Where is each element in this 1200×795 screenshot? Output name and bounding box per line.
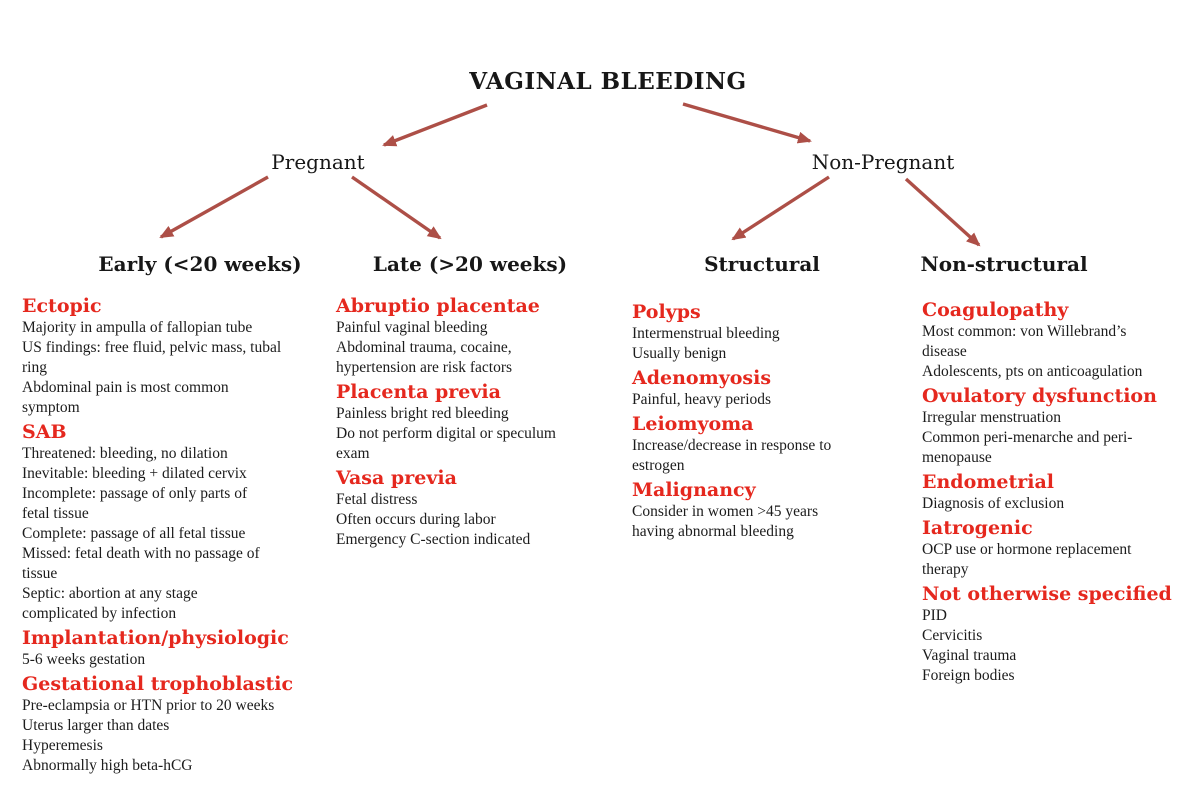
diagnosis-heading: Endometrial	[922, 471, 1054, 493]
diagnosis-detail-line: Increase/decrease in response to	[632, 437, 832, 454]
arrow-pregnant-to-late	[351, 175, 442, 240]
diagnosis-heading: Iatrogenic	[922, 517, 1033, 539]
diagnosis-detail-line: Intermenstrual bleeding	[632, 325, 780, 342]
diagnosis-detail-line: symptom	[22, 399, 80, 416]
node-late: Late (>20 weeks)	[372, 252, 568, 276]
diagnosis-heading: Not otherwise specified	[922, 583, 1172, 605]
diagnosis-detail-line: Abdominal trauma, cocaine,	[336, 339, 512, 356]
diagnosis-heading: Ovulatory dysfunction	[922, 385, 1157, 407]
diagnosis-detail-line: ring	[22, 359, 47, 376]
diagnosis-heading: Implantation/physiologic	[22, 627, 289, 649]
arrow-nonpregnant-to-structural	[731, 175, 830, 241]
diagnosis-detail-line: 5-6 weeks gestation	[22, 651, 146, 668]
diagnosis-heading: Ectopic	[22, 295, 102, 317]
diagnosis-section: Implantation/physiologic 5-6 weeks gestat…	[22, 626, 334, 670]
diagnosis-detail-line: Foreign bodies	[922, 667, 1015, 684]
diagnosis-detail-line: Painful, heavy periods	[632, 391, 772, 408]
diagnosis-detail-line: Threatened: bleeding, no dilation	[22, 445, 228, 462]
diagnosis-detail-line: tissue	[22, 565, 58, 582]
diagnosis-detail-line: Septic: abortion at any stage	[22, 585, 198, 602]
arrow-pregnant-to-early	[159, 175, 269, 239]
diagnosis-detail-line: fetal tissue	[22, 505, 89, 522]
diagnosis-heading: SAB	[22, 421, 67, 443]
diagnosis-detail-line: therapy	[922, 561, 969, 578]
diagnosis-detail-line: Often occurs during labor	[336, 511, 496, 528]
node-non-pregnant: Non-Pregnant	[811, 150, 955, 174]
diagnosis-detail-line: hypertension are risk factors	[336, 359, 513, 376]
diagnosis-detail-line: Do not perform digital or speculum	[336, 425, 556, 442]
diagnosis-detail-line: OCP use or hormone replacement	[922, 541, 1132, 558]
diagnosis-detail-line: estrogen	[632, 457, 685, 474]
diagnosis-detail-line: US findings: free fluid, pelvic mass, tu…	[22, 339, 282, 356]
diagnosis-detail-line: having abnormal bleeding	[632, 523, 794, 540]
arrow-title-to-pregnant	[382, 103, 488, 147]
diagnosis-detail-line: menopause	[922, 449, 992, 466]
diagnosis-detail-line: Adolescents, pts on anticoagulation	[922, 363, 1143, 380]
arrow-nonpregnant-to-nonstructural	[904, 177, 981, 247]
diagnosis-detail-line: Missed: fetal death with no passage of	[22, 545, 260, 562]
node-structural: Structural	[704, 252, 820, 276]
diagnosis-detail-line: disease	[922, 343, 967, 360]
diagnosis-detail-line: Incomplete: passage of only parts of	[22, 485, 248, 502]
diagnosis-detail-line: Emergency C-section indicated	[336, 531, 531, 548]
node-non-structural: Non-structural	[920, 252, 1088, 276]
diagnosis-detail-line: Painful vaginal bleeding	[336, 319, 488, 336]
diagnosis-detail-line: Complete: passage of all fetal tissue	[22, 525, 246, 542]
diagnosis-detail-line: Painless bright red bleeding	[336, 405, 509, 422]
diagnosis-heading: Abruptio placentae	[336, 295, 540, 317]
diagnosis-heading: Leiomyoma	[632, 413, 754, 435]
diagnosis-detail-line: Fetal distress	[336, 491, 418, 508]
diagnosis-detail-line: Pre-eclampsia or HTN prior to 20 weeks	[22, 697, 275, 714]
diagnosis-detail-line: complicated by infection	[22, 605, 177, 622]
diagnosis-detail-line: Hyperemesis	[22, 737, 103, 754]
diagnosis-detail-line: Diagnosis of exclusion	[922, 495, 1065, 512]
diagnosis-detail-line: Consider in women >45 years	[632, 503, 819, 520]
diagnosis-detail-line: Irregular menstruation	[922, 409, 1062, 426]
diagnosis-heading: Polyps	[632, 301, 701, 323]
diagnosis-detail-line: PID	[922, 607, 947, 624]
diagnosis-heading: Vasa previa	[336, 467, 457, 489]
diagnosis-detail-line: Cervicitis	[922, 627, 983, 644]
diagnosis-detail-line: Abnormally high beta-hCG	[22, 757, 193, 774]
diagnosis-heading: Gestational trophoblastic	[22, 673, 294, 695]
diagnosis-detail-line: Majority in ampulla of fallopian tube	[22, 319, 253, 336]
node-pregnant: Pregnant	[271, 150, 365, 174]
node-early: Early (<20 weeks)	[98, 252, 302, 276]
diagnosis-detail-line: exam	[336, 445, 370, 462]
diagnosis-detail-line: Common peri-menarche and peri-	[922, 429, 1133, 446]
diagnosis-heading: Placenta previa	[336, 381, 501, 403]
diagnosis-detail-line: Most common: von Willebrand’s	[922, 323, 1127, 340]
arrow-title-to-nonpregnant	[682, 102, 812, 144]
diagnosis-detail-line: Vaginal trauma	[922, 647, 1017, 664]
diagnosis-detail-line: Uterus larger than dates	[22, 717, 170, 734]
diagnosis-detail-line: Usually benign	[632, 345, 727, 362]
page-title: VAGINAL BLEEDING	[469, 68, 747, 95]
diagnosis-heading: Malignancy	[632, 479, 756, 501]
diagnosis-heading: Coagulopathy	[922, 299, 1069, 321]
diagnosis-heading: Adenomyosis	[632, 367, 772, 389]
diagnosis-detail-line: Abdominal pain is most common	[22, 379, 229, 396]
diagnosis-detail-line: Inevitable: bleeding + dilated cervix	[22, 465, 247, 482]
